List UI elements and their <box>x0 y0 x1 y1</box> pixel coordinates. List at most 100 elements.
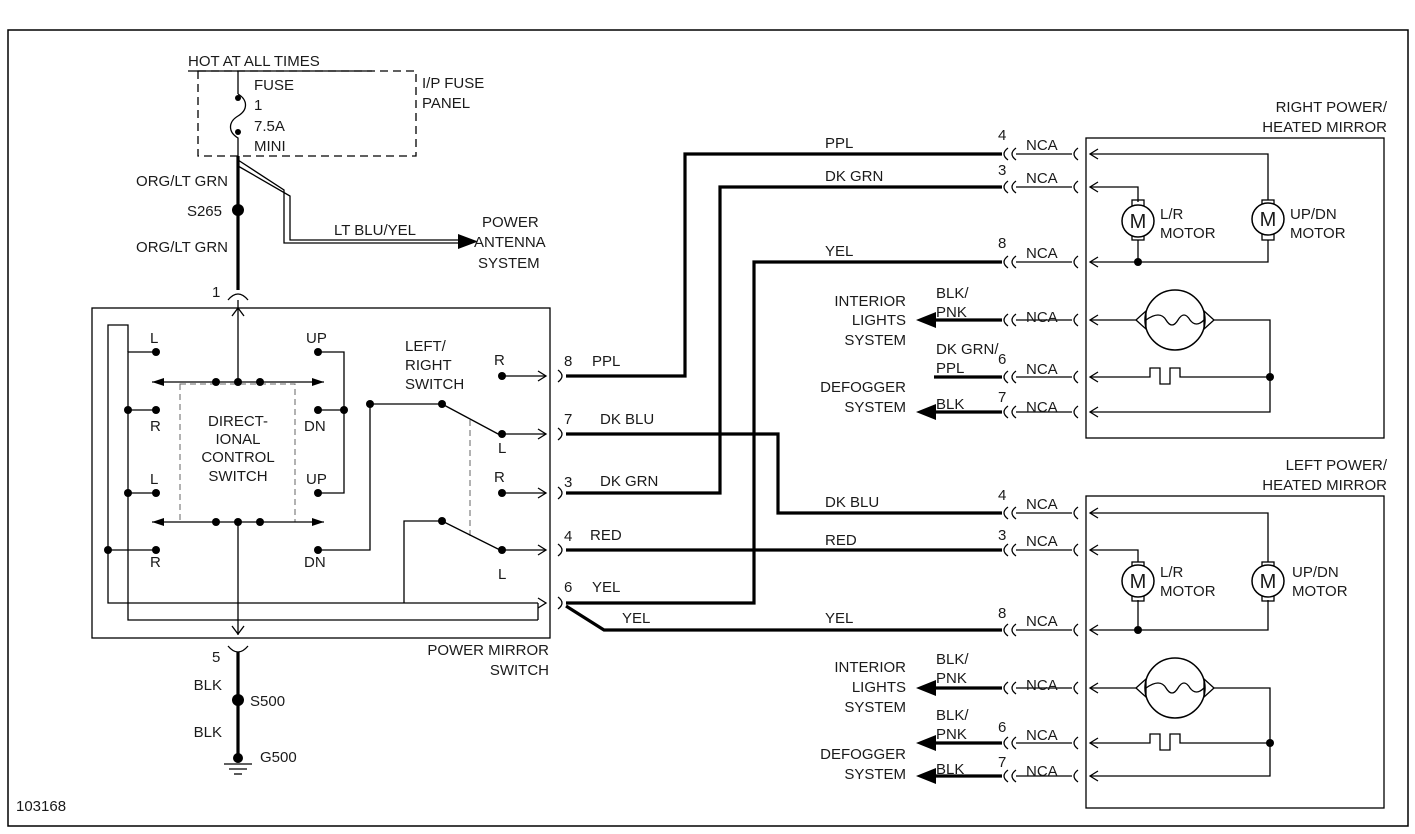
right-wire-2-pin: 3 <box>998 162 1006 179</box>
right-wire-2-color: DK GRN <box>825 168 883 185</box>
switch-pin-8: 8 <box>564 353 572 370</box>
wire-color-feed-upper: ORG/LT GRN <box>136 173 228 190</box>
dir-contact-l-bottom: L <box>150 471 158 488</box>
right-defogger-2: SYSTEM <box>844 399 906 416</box>
switch-pin-3-color: DK GRN <box>600 473 658 490</box>
right-lr-motor-label-2: MOTOR <box>1160 225 1216 242</box>
fuse-panel-label: I/P FUSE <box>422 75 484 92</box>
pin-5-connector-icon <box>227 645 249 653</box>
right-defogger-pin: 6 <box>998 351 1006 368</box>
right-wire-1-pin: 4 <box>998 127 1006 144</box>
switch-box <box>91 307 551 639</box>
fuse-panel-box <box>197 70 417 157</box>
left-defogger-upper-arrow-icon <box>916 735 936 751</box>
lr-switch-label-2: RIGHT <box>405 357 452 374</box>
left-lr-motor-icon: M <box>1121 561 1155 602</box>
switch-output-wires: 8 PPL 7 DK BLU 3 DK GRN 4 RED 6 YEL YEL <box>557 152 1002 632</box>
fuse-type: MINI <box>254 138 286 155</box>
left-wire-3-nca: NCA <box>1026 613 1058 630</box>
svg-text:M: M <box>1130 571 1147 593</box>
wire-dk-grn <box>566 185 1002 495</box>
left-mirror-title-2: HEATED MIRROR <box>1262 477 1387 494</box>
left-interior-lights-2: LIGHTS <box>852 679 906 696</box>
right-defogger-wire-2: PPL <box>936 360 964 377</box>
left-defogger-wire-1: BLK/ <box>936 707 969 724</box>
left-defogger-1: DEFOGGER <box>820 746 906 763</box>
left-lamp-icon <box>1135 657 1215 719</box>
right-wire-1-nca: NCA <box>1026 137 1058 154</box>
switch-pin-8-color: PPL <box>592 353 620 370</box>
right-interior-wire-1: BLK/ <box>936 285 969 302</box>
left-wire-2-nca: NCA <box>1026 533 1058 550</box>
left-updn-motor-label-1: UP/DN <box>1292 564 1339 581</box>
ground-icon <box>224 753 252 775</box>
left-updn-motor-label-2: MOTOR <box>1292 583 1348 600</box>
antenna-wire-color: LT BLU/YEL <box>334 222 416 239</box>
left-defogger-pin: 6 <box>998 719 1006 736</box>
left-blk-pin: 7 <box>998 754 1006 771</box>
left-interior-arrow-icon <box>916 680 936 696</box>
svg-text:M: M <box>1260 209 1277 231</box>
left-interior-wire-2: PNK <box>936 670 967 687</box>
hot-at-all-times-label: HOT AT ALL TIMES <box>188 53 320 70</box>
dir-contact-up-top: UP <box>306 330 327 347</box>
lr-contact-r-1: R <box>494 352 505 369</box>
left-lr-motor-label-1: L/R <box>1160 564 1184 581</box>
right-defogger-nca: NCA <box>1026 361 1058 378</box>
right-wire-1-color: PPL <box>825 135 853 152</box>
right-updn-motor-label-2: MOTOR <box>1290 225 1346 242</box>
lr-contact-l-1: L <box>498 440 506 457</box>
wire-yel-extra-label: YEL <box>622 610 650 627</box>
dir-contact-up-bottom: UP <box>306 471 327 488</box>
left-wire-1-color: DK BLU <box>825 494 879 511</box>
right-defogger-arrow-icon <box>916 404 936 420</box>
antenna-arrow-icon <box>458 234 478 249</box>
right-interior-wire-2: PNK <box>936 304 967 321</box>
right-lamp-icon <box>1135 289 1215 351</box>
switch-label-2: SWITCH <box>490 662 549 679</box>
left-defogger-wire-2: PNK <box>936 726 967 743</box>
switch-pin-4-color: RED <box>590 527 622 544</box>
right-interior-nca: NCA <box>1026 309 1058 326</box>
right-defogger-wire-1: DK GRN/ <box>936 341 999 358</box>
switch-pin-7-color: DK BLU <box>600 411 654 428</box>
svg-text:M: M <box>1260 571 1277 593</box>
dir-contact-r-top: R <box>150 418 161 435</box>
wire-ppl <box>566 152 1002 378</box>
antenna-system-label-1: POWER <box>482 214 539 231</box>
right-lr-motor-icon: M <box>1121 199 1155 241</box>
switch-pin-3: 3 <box>564 474 572 491</box>
splice-s500-dot <box>232 694 244 706</box>
ground-circuit: 5 BLK S500 BLK G500 <box>194 645 297 775</box>
power-feed: HOT AT ALL TIMES I/P FUSE PANEL FUSE 1 7… <box>136 53 546 301</box>
right-blk-pin: 7 <box>998 389 1006 406</box>
left-wire-3-pin: 8 <box>998 605 1006 622</box>
right-interior-arrow-icon <box>916 312 936 328</box>
ground-wire-color-upper: BLK <box>194 677 222 694</box>
left-interior-wire-1: BLK/ <box>936 651 969 668</box>
right-interior-lights-1: INTERIOR <box>834 293 906 310</box>
right-interior-lights-3: SYSTEM <box>844 332 906 349</box>
left-wire-1-nca: NCA <box>1026 496 1058 513</box>
fuse-rating: 7.5A <box>254 118 285 135</box>
right-mirror-box <box>1085 137 1385 439</box>
right-wire-3-pin: 8 <box>998 235 1006 252</box>
pin-1-connector-icon <box>227 293 249 301</box>
left-interior-nca: NCA <box>1026 677 1058 694</box>
splice-s265-dot <box>232 204 244 216</box>
dir-contact-dn-bottom: DN <box>304 554 326 571</box>
left-heater-icon <box>1090 733 1270 751</box>
left-wire-3-color: YEL <box>825 610 853 627</box>
dir-contact-dn-top: DN <box>304 418 326 435</box>
switch-pin-5: 5 <box>212 649 220 666</box>
directional-switch-label-3: CONTROL <box>201 449 274 466</box>
right-blk-wire: BLK <box>936 396 964 413</box>
fuse-icon <box>229 93 247 156</box>
right-wire-3-nca: NCA <box>1026 245 1058 262</box>
fuse-number: 1 <box>254 97 262 114</box>
lr-switch-label-3: SWITCH <box>405 376 464 393</box>
left-mirror-box <box>1085 495 1385 809</box>
left-defogger-2: SYSTEM <box>844 766 906 783</box>
left-mirror: LEFT POWER/ HEATED MIRROR DK BLU 4 <box>820 457 1388 809</box>
left-defogger-nca: NCA <box>1026 727 1058 744</box>
